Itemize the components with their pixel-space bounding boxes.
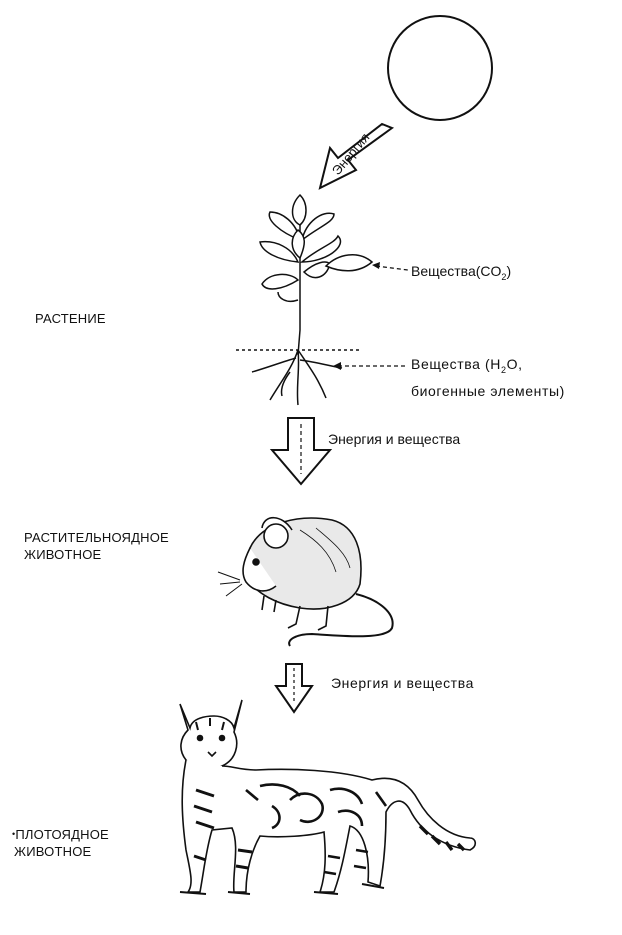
water-pointer	[333, 362, 408, 370]
flow-arrow-2	[276, 664, 312, 712]
carnivore-label: •ПЛОТОЯДНОЕ ЖИВОТНОЕ	[12, 826, 109, 860]
co2-input-label: Вещества(CO2)	[411, 262, 511, 286]
herbivore-label: РАСТИТЕЛЬНОЯДНОЕ ЖИВОТНОЕ	[24, 529, 169, 563]
co2-formula: (CO	[476, 263, 502, 279]
flow-2-label: Энергия и вещества	[331, 674, 474, 692]
herbivore-label-line1: РАСТИТЕЛЬНОЯДНОЕ	[24, 529, 169, 546]
co2-input-text: Вещества	[411, 263, 476, 279]
sun-icon	[388, 16, 492, 120]
water-formula-pre: Вещества (H	[411, 356, 501, 372]
plant-icon	[236, 195, 372, 405]
mouse-icon	[218, 518, 393, 646]
flow-1-label: Энергия и вещества	[328, 430, 460, 448]
co2-pointer	[372, 262, 408, 270]
plant-label: РАСТЕНИЕ	[35, 310, 106, 327]
flow-arrow-1	[272, 418, 330, 484]
herbivore-label-line2: ЖИВОТНОЕ	[24, 546, 169, 563]
sun-energy-arrow: Энергия	[320, 124, 392, 188]
water-input-label: Вещества (H2O, биогенные элементы)	[411, 355, 565, 400]
co2-close: )	[506, 263, 511, 279]
water-formula-post: O,	[507, 356, 523, 372]
carnivore-label-line1-text: ПЛОТОЯДНОЕ	[15, 827, 109, 842]
water-input-line2: биогенные элементы)	[411, 382, 565, 400]
cat-icon	[180, 700, 475, 894]
water-input-line1: Вещества (H2O,	[411, 355, 565, 379]
carnivore-label-line2: ЖИВОТНОЕ	[12, 843, 109, 860]
carnivore-label-line1: •ПЛОТОЯДНОЕ	[12, 826, 109, 843]
